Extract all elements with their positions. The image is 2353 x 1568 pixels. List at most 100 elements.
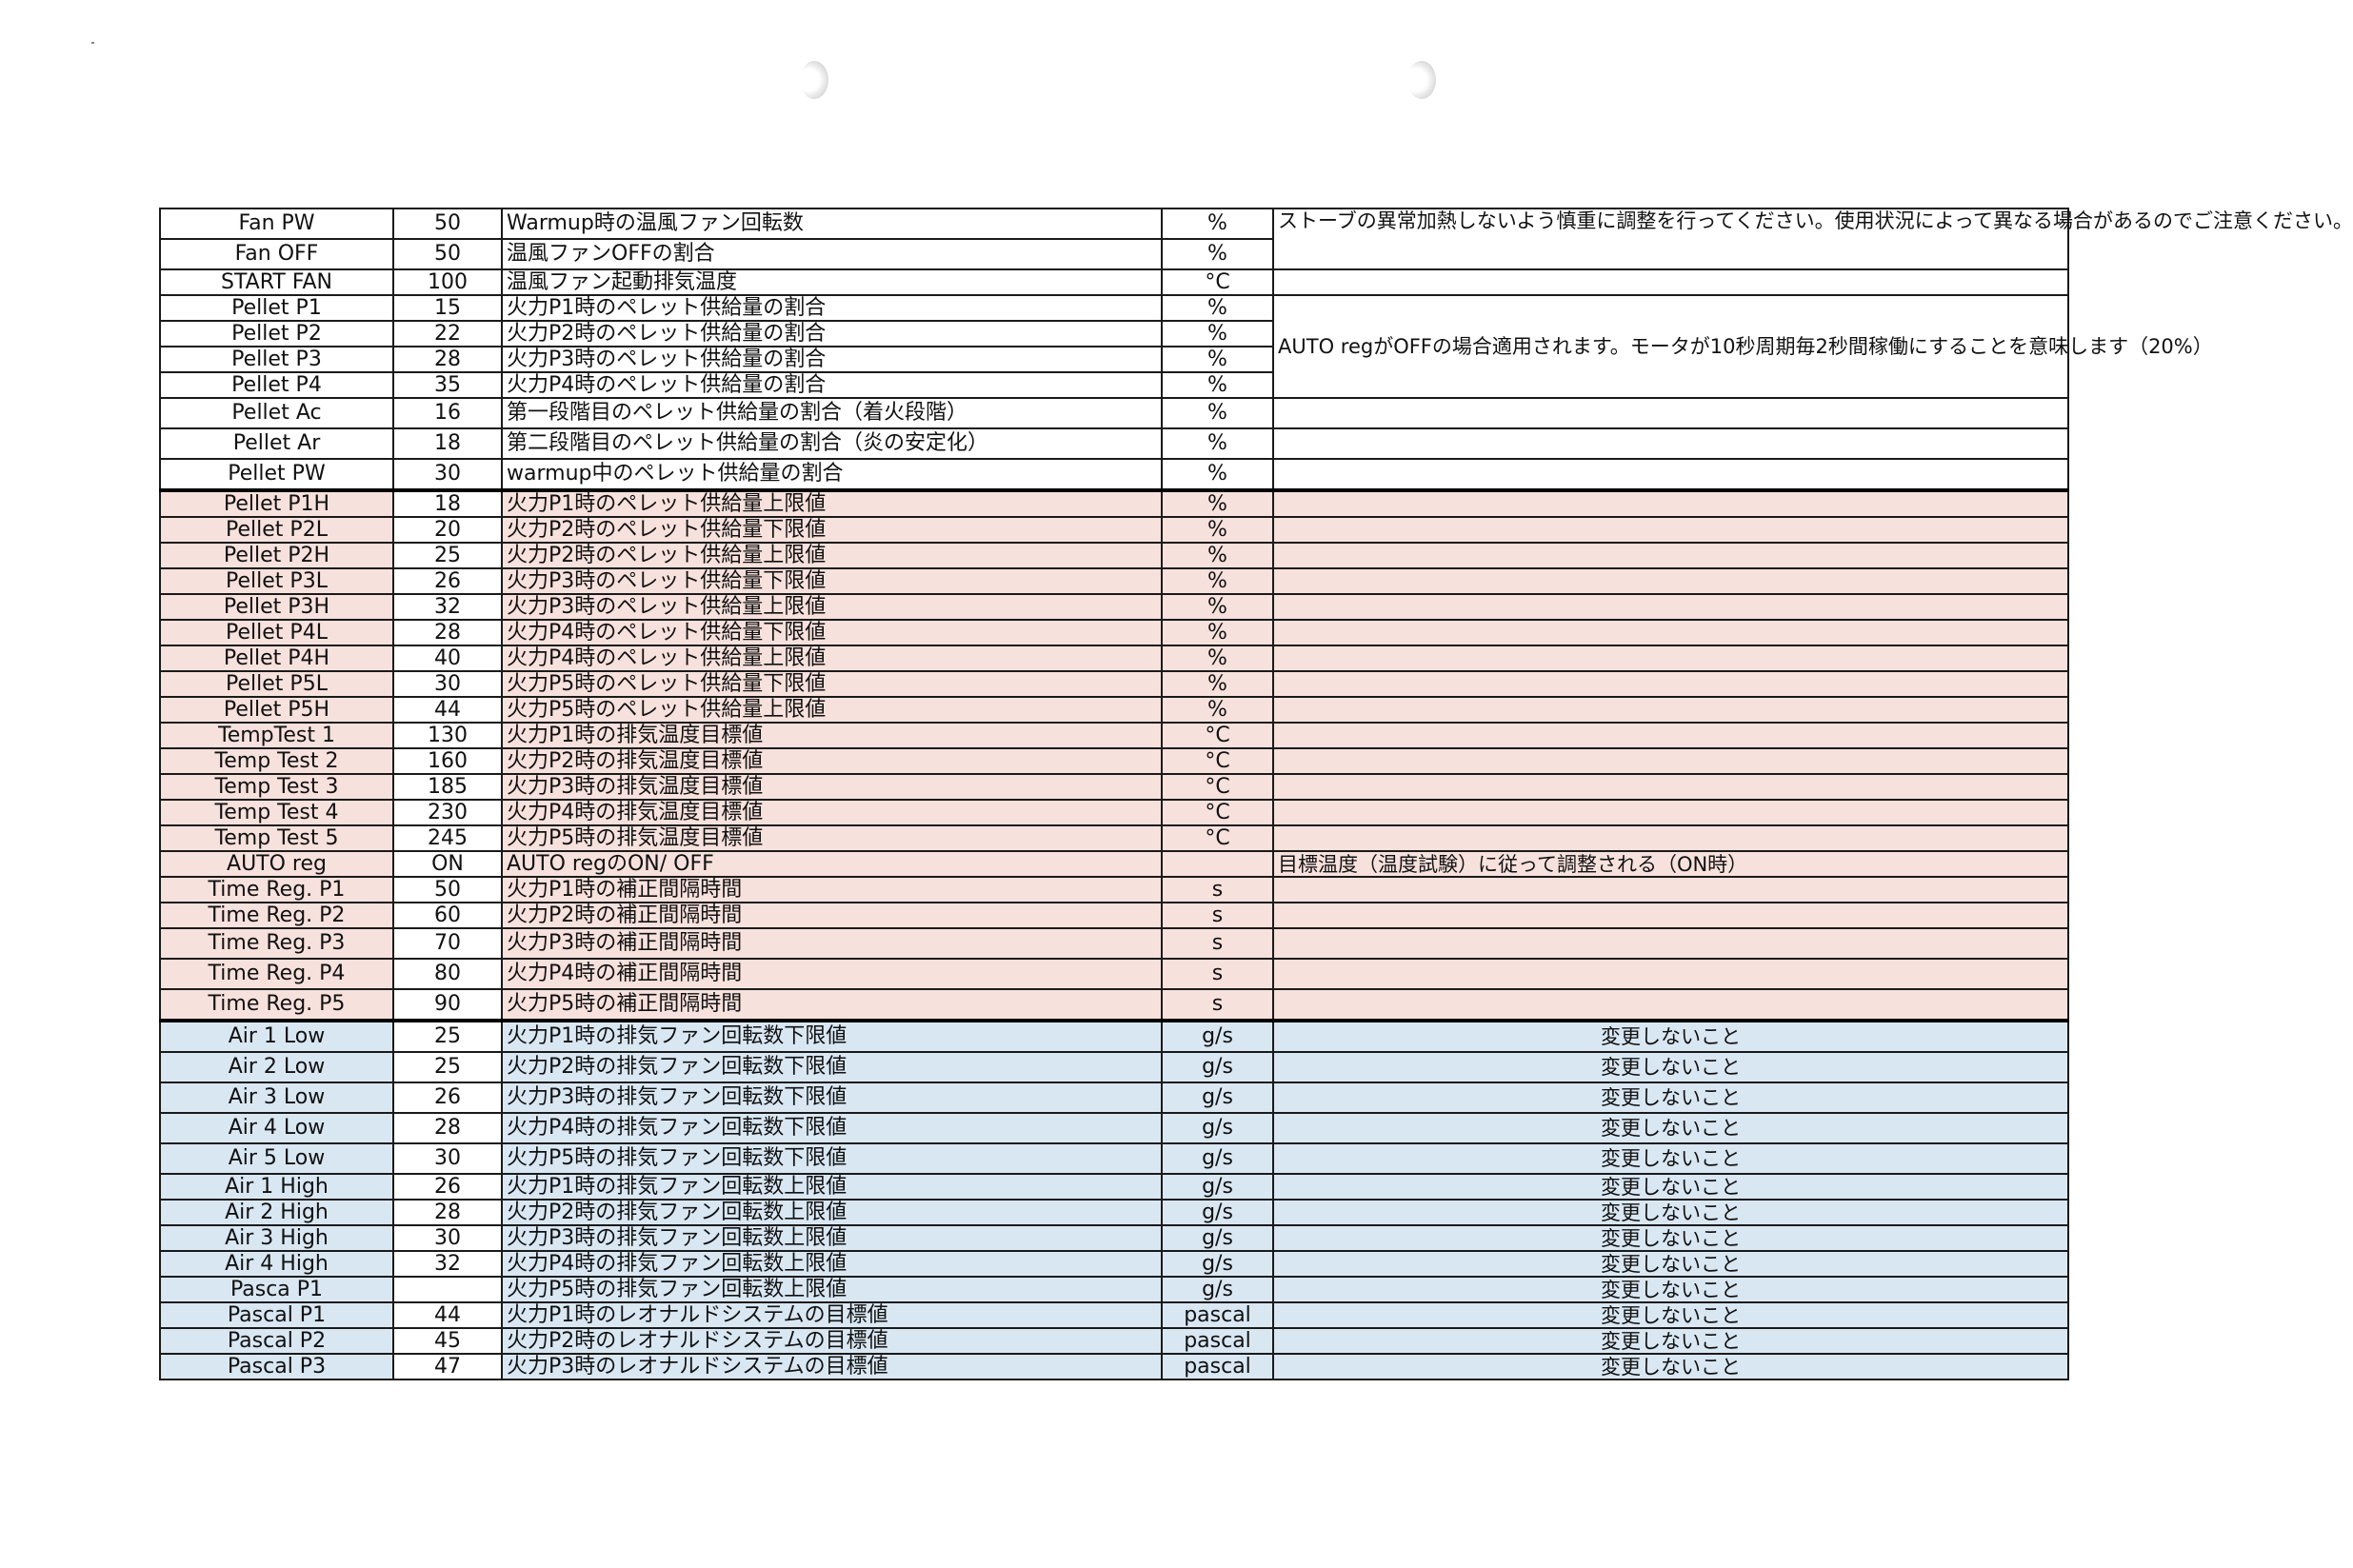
param-name: Pellet Ar (159, 427, 394, 460)
param-name: Pellet P3L (159, 567, 394, 595)
note-do-not-change: 変更しないこと (1272, 1142, 2069, 1175)
param-description: 火力P2時の排気ファン回転数上限値 (501, 1199, 1163, 1226)
punch-hole-left (800, 61, 828, 99)
param-value: 18 (392, 427, 503, 460)
param-value: 70 (392, 927, 503, 960)
param-value: 32 (392, 1250, 503, 1278)
param-description: 火力P4時の排気ファン回転数上限値 (501, 1250, 1163, 1278)
param-description: Warmup時の温風ファン回転数 (501, 208, 1163, 240)
param-value: 16 (392, 397, 503, 429)
param-unit: °C (1161, 722, 1274, 749)
param-value: 40 (392, 645, 503, 672)
param-description: 第一段階目のペレット供給量の割合（着火段階） (501, 397, 1163, 429)
param-description: 火力P3時のペレット供給量下限値 (501, 567, 1163, 595)
param-name: Pellet P4L (159, 619, 394, 646)
param-value: 245 (392, 824, 503, 852)
param-value: ON (392, 850, 503, 878)
note-empty (1272, 542, 2069, 569)
param-unit: °C (1161, 268, 1274, 296)
param-description: 火力P5時のペレット供給量下限値 (501, 670, 1163, 698)
param-description: 火力P3時の排気ファン回転数上限値 (501, 1224, 1163, 1252)
param-unit: % (1161, 238, 1274, 270)
param-name: Time Reg. P5 (159, 988, 394, 1022)
param-unit: % (1161, 488, 1274, 518)
param-unit: g/s (1161, 1142, 1274, 1175)
param-value: 44 (392, 696, 503, 724)
param-name: Pellet P2H (159, 542, 394, 569)
param-value: 44 (392, 1301, 503, 1329)
note-empty (1272, 773, 2069, 801)
param-name: Pellet P1H (159, 488, 394, 518)
note-empty (1272, 799, 2069, 826)
param-value: 230 (392, 799, 503, 826)
param-name: Pellet P1 (159, 294, 394, 322)
param-value: 20 (392, 516, 503, 544)
note-auto-reg: 目標温度（温度試験）に従って調整される（ON時） (1272, 850, 2069, 878)
note-empty (1272, 670, 2069, 698)
param-description: 火力P5時の排気ファン回転数上限値 (501, 1276, 1163, 1303)
param-value: 90 (392, 988, 503, 1022)
note-empty (1272, 722, 2069, 749)
param-description: 第二段階目のペレット供給量の割合（炎の安定化） (501, 427, 1163, 460)
param-name: Pascal P3 (159, 1353, 394, 1380)
param-description: 火力P4時のペレット供給量の割合 (501, 371, 1163, 399)
note-fan: ストーブの異常加熱しないよう慎重に調整を行ってください。使用状況によって異なる場… (1272, 208, 2353, 270)
note-empty (1272, 488, 2069, 518)
param-value: 30 (392, 458, 503, 491)
param-unit: pascal (1161, 1301, 1274, 1329)
param-name: TempTest 1 (159, 722, 394, 749)
param-value: 32 (392, 593, 503, 621)
note-empty (1272, 593, 2069, 621)
param-name: Air 3 High (159, 1224, 394, 1252)
param-name: Pellet P2 (159, 320, 394, 347)
param-description: 火力P3時の排気ファン回転数下限値 (501, 1082, 1163, 1114)
param-unit: % (1161, 397, 1274, 429)
param-unit: % (1161, 593, 1274, 621)
note-empty (1272, 645, 2069, 672)
param-unit: g/s (1161, 1051, 1274, 1083)
param-unit: pascal (1161, 1327, 1274, 1355)
param-unit: % (1161, 320, 1274, 347)
param-description: 火力P3時の補正間隔時間 (501, 927, 1163, 960)
param-unit: % (1161, 427, 1274, 460)
param-unit: °C (1161, 824, 1274, 852)
note-do-not-change: 変更しないこと (1272, 1082, 2069, 1114)
param-description: 火力P5時の排気温度目標値 (501, 824, 1163, 852)
param-unit: % (1161, 516, 1274, 544)
param-unit: g/s (1161, 1173, 1274, 1201)
note-empty (1272, 516, 2069, 544)
param-name: Temp Test 4 (159, 799, 394, 826)
param-name: AUTO reg (159, 850, 394, 878)
note-empty (1272, 397, 2069, 429)
param-name: START FAN (159, 268, 394, 296)
note-do-not-change: 変更しないこと (1272, 1276, 2069, 1303)
param-unit: s (1161, 876, 1274, 903)
param-unit: % (1161, 371, 1274, 399)
param-description: 火力P4時の排気ファン回転数下限値 (501, 1112, 1163, 1144)
param-name: Fan PW (159, 208, 394, 240)
param-value: 30 (392, 1224, 503, 1252)
param-description: 火力P5時のペレット供給量上限値 (501, 696, 1163, 724)
param-value: 47 (392, 1353, 503, 1380)
param-unit: pascal (1161, 1353, 1274, 1380)
param-unit: s (1161, 902, 1274, 929)
param-description: 火力P2時のペレット供給量上限値 (501, 542, 1163, 569)
note-do-not-change: 変更しないこと (1272, 1051, 2069, 1083)
param-unit (1161, 850, 1274, 878)
param-unit: s (1161, 927, 1274, 960)
param-value: 18 (392, 488, 503, 518)
